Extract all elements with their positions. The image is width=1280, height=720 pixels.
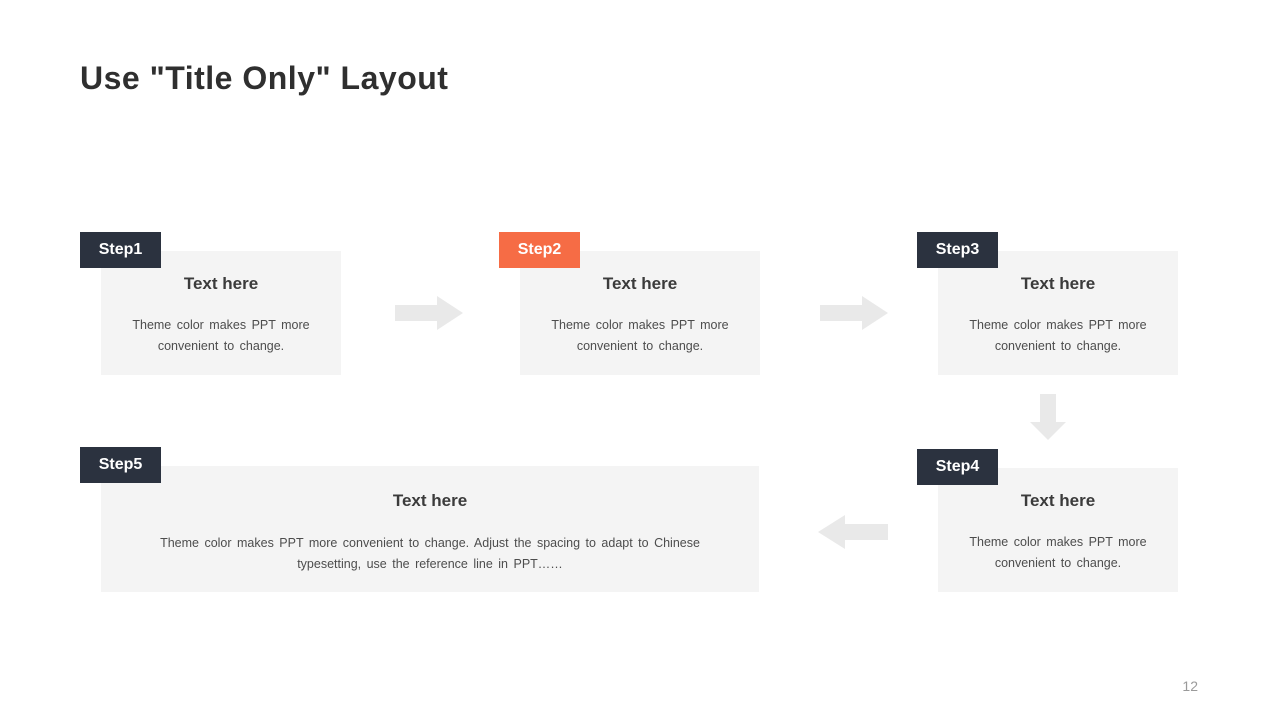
step-heading-5: Text here: [392, 491, 468, 510]
step-box-3: Step3 Text here Theme color makes PPT mo…: [917, 232, 1178, 375]
step-body-3: Theme color makes PPT more convenient to…: [969, 318, 1147, 353]
slide-title: Use "Title Only" Layout: [80, 60, 449, 96]
step-badge-3: Step3: [917, 232, 998, 268]
step-badge-1: Step1: [80, 232, 161, 268]
step-body-4: Theme color makes PPT more convenient to…: [969, 535, 1147, 570]
step-heading-1: Text here: [183, 274, 259, 293]
step-body-5: Theme color makes PPT more convenient to…: [160, 536, 700, 571]
step-heading-2: Text here: [602, 274, 678, 293]
step-box-5: Step5 Text here Theme color makes PPT mo…: [80, 447, 759, 592]
arrow-left-icon: [818, 515, 888, 549]
step-badge-2: Step2: [499, 232, 580, 268]
step-badge-4: Step4: [917, 449, 998, 485]
step-heading-4: Text here: [1020, 491, 1096, 510]
step-body-2: Theme color makes PPT more convenient to…: [551, 318, 729, 353]
step-heading-3: Text here: [1020, 274, 1096, 293]
page-number: 12: [1182, 678, 1198, 694]
step-body-1: Theme color makes PPT more convenient to…: [132, 318, 310, 353]
step-box-4: Step4 Text here Theme color makes PPT mo…: [917, 449, 1178, 592]
arrow-right-icon: [820, 296, 888, 330]
step-box-1: Step1 Text here Theme color makes PPT mo…: [80, 232, 341, 375]
step-badge-5: Step5: [80, 447, 161, 483]
arrow-right-icon: [395, 296, 463, 330]
step-box-2: Step2 Text here Theme color makes PPT mo…: [499, 232, 760, 375]
arrow-down-icon: [1030, 394, 1066, 440]
